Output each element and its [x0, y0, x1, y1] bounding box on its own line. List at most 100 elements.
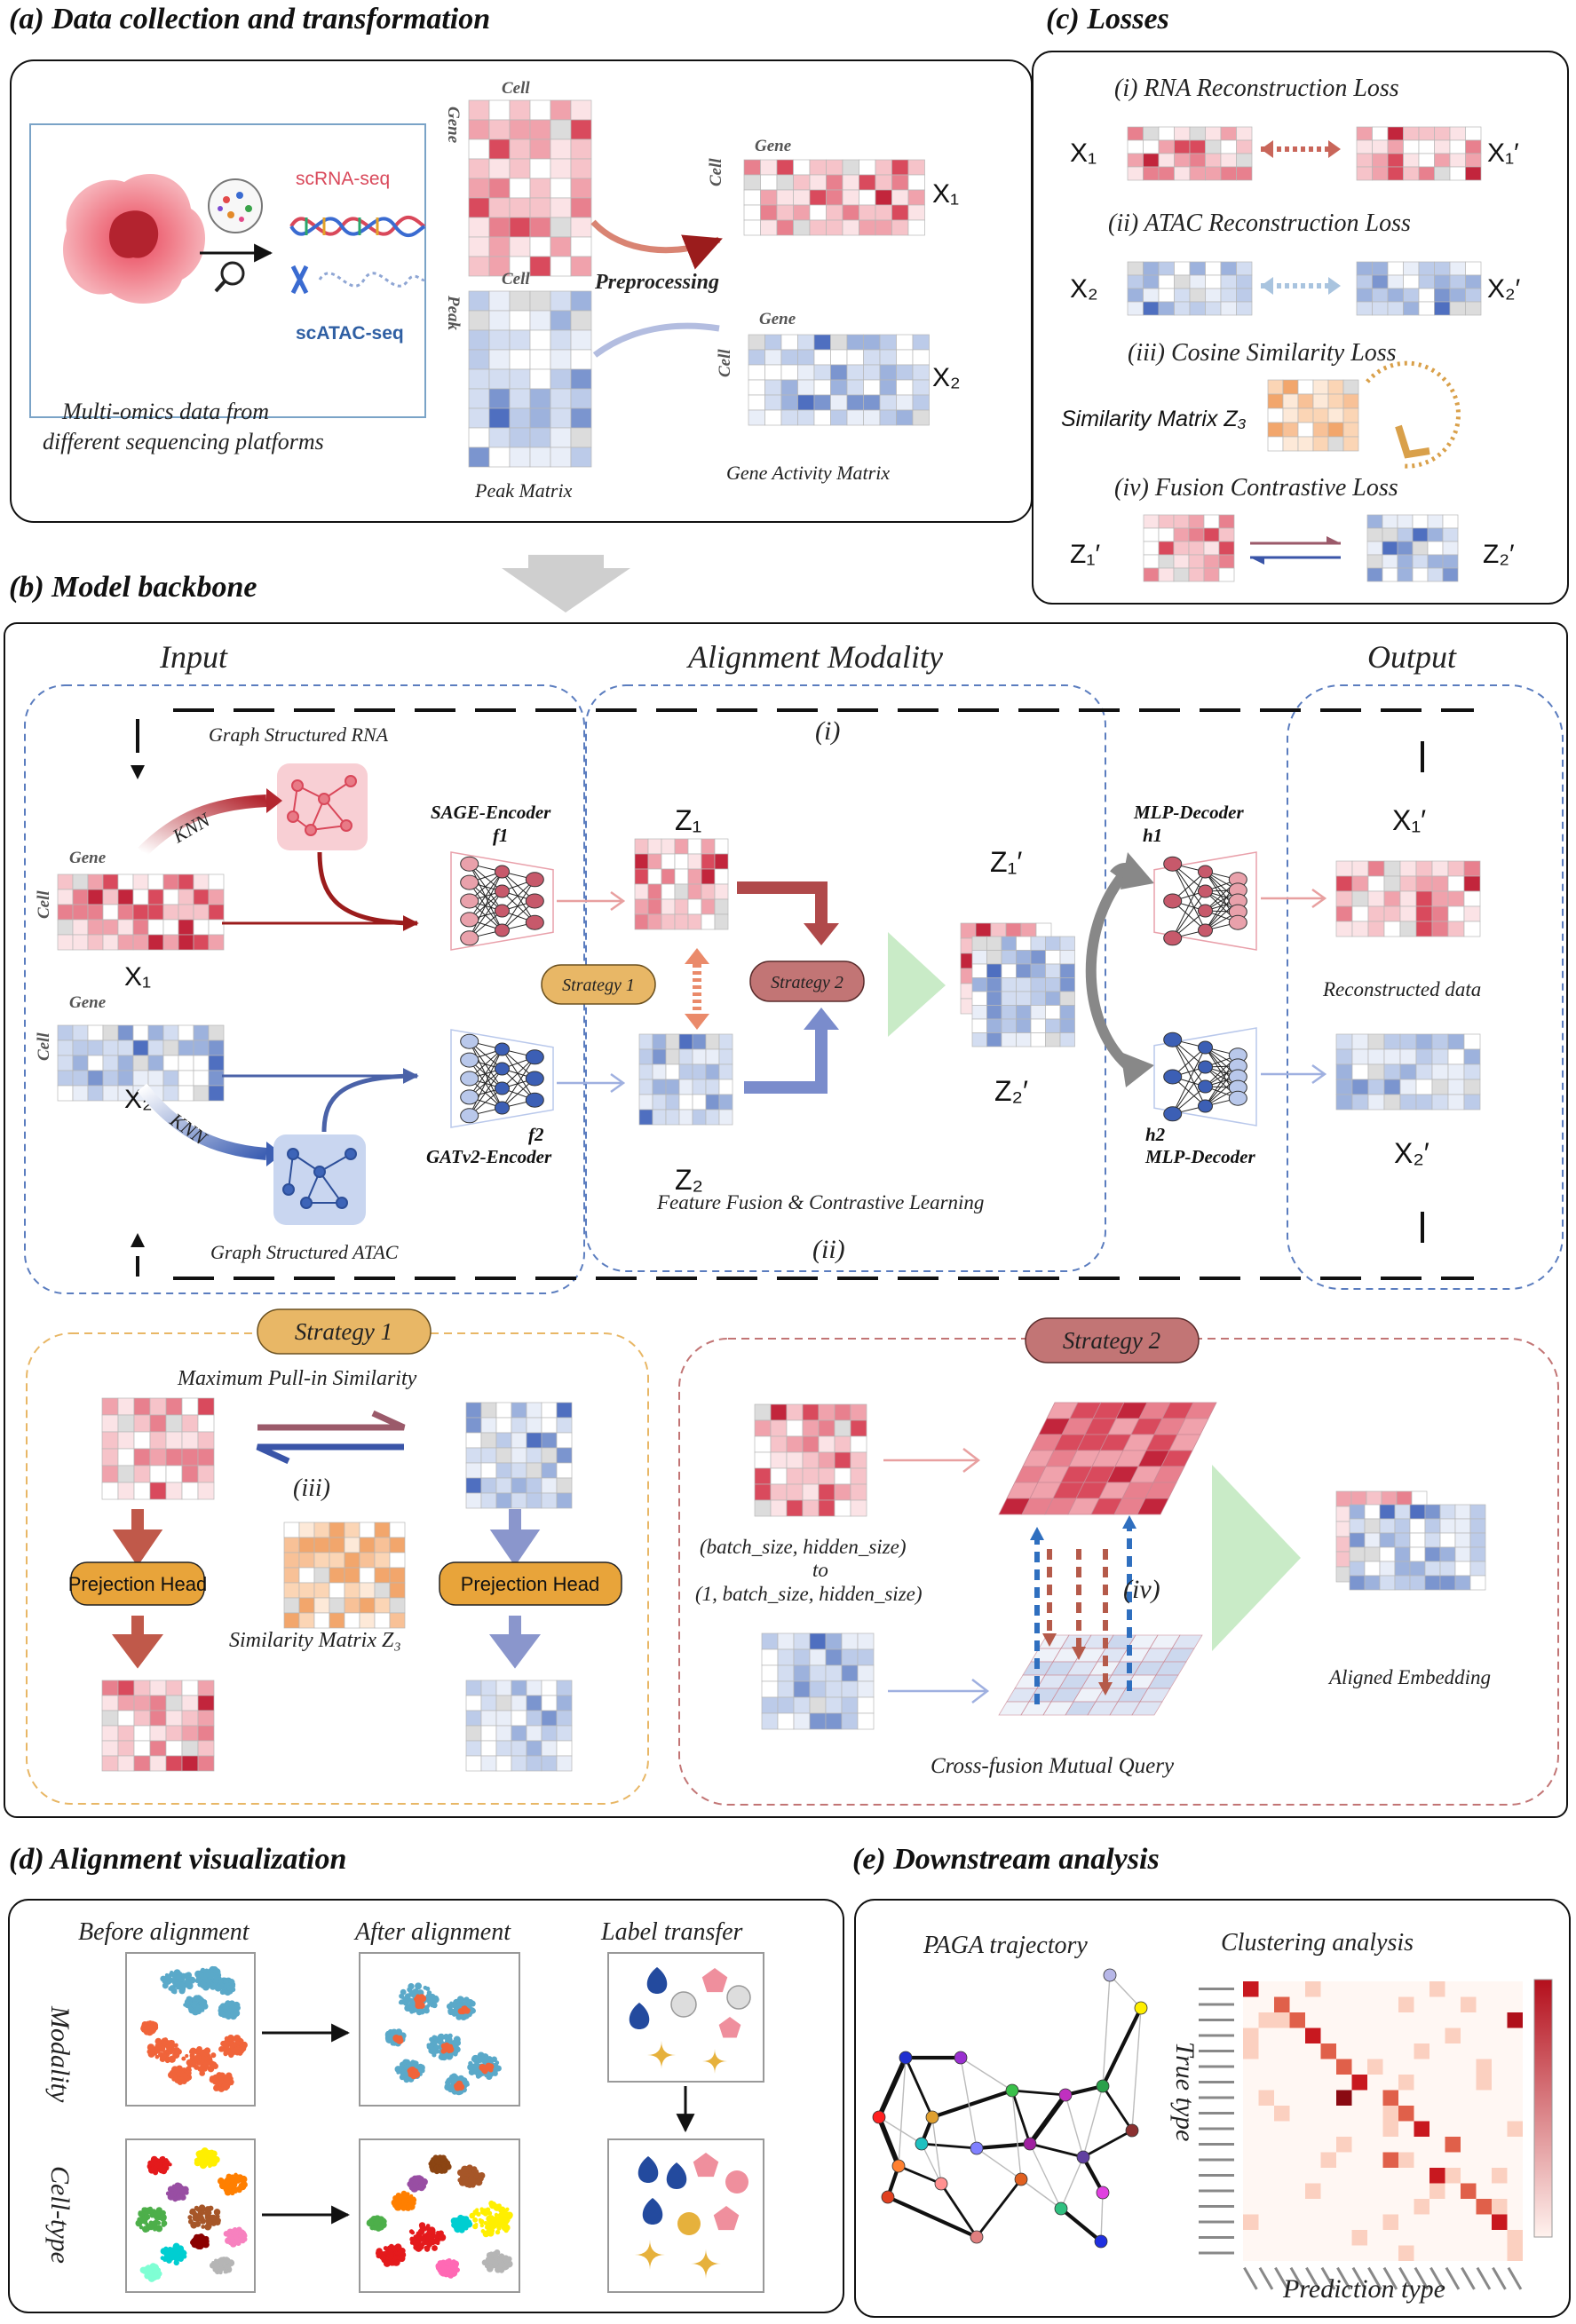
x2-gene-label: Gene — [759, 310, 796, 328]
b-gene-label-1: Gene — [69, 849, 107, 867]
aligned-embedding-front — [1349, 1504, 1486, 1591]
roman-iii: (iii) — [293, 1474, 330, 1502]
mlp-decoder1-label: MLP-Decoder — [1133, 802, 1244, 823]
panel-e-title: (e) Downstream analysis — [852, 1843, 1160, 1876]
s1-rna-proj-matrix — [101, 1680, 215, 1772]
graph-rna-to-encoder — [317, 851, 418, 926]
s1-similarity-matrix — [283, 1522, 406, 1629]
z1p-label: Z₁′ — [990, 846, 1022, 878]
loss2-label: (ii) ATAC Reconstruction Loss — [1108, 209, 1411, 237]
s1-atac-proj-matrix — [465, 1680, 573, 1772]
panel-a-title: (a) Data collection and transformation — [9, 3, 490, 36]
dec1-to-x1p-arrow — [1261, 888, 1327, 909]
b-cell-label-2: Cell — [35, 1032, 53, 1061]
label-transfer-source-shapes — [629, 1967, 751, 2074]
loss4-label: (iv) Fusion Contrastive Loss — [1114, 474, 1398, 502]
x1-label: X₁ — [932, 179, 959, 209]
s1-rna-down-arrow — [112, 1509, 163, 1567]
s2-rna-arrow — [883, 1448, 981, 1473]
proj-head-2-label: Prejection Head — [461, 1573, 600, 1595]
b-x1p-label: X₁′ — [1392, 804, 1426, 836]
c-z2-matrix — [1366, 514, 1459, 582]
x1-cell-label: Cell — [707, 158, 725, 186]
confusion-heatmap — [1199, 1981, 1523, 2290]
b-gene-label-2: Gene — [69, 993, 107, 1012]
s2-atac-arrow — [888, 1679, 990, 1703]
panel-d-title: (d) Alignment visualization — [9, 1843, 346, 1876]
mlp-decoder1-network — [1153, 851, 1257, 951]
desc-line2: different sequencing platforms — [43, 429, 324, 455]
graph-rna-label: Graph Structured RNA — [209, 723, 389, 746]
strategy1-chip — [541, 964, 656, 1005]
graph-atac-label: Graph Structured ATAC — [210, 1241, 399, 1263]
panel-d-frame — [8, 1899, 844, 2313]
heatmap-colorbar — [1533, 1979, 1553, 2238]
tissue-cell-icon — [63, 174, 206, 304]
atac-transform-arrow — [592, 322, 720, 358]
enc1-to-z1-arrow — [557, 890, 626, 912]
cross-fusion-label: Cross-fusion Mutual Query — [931, 1754, 1175, 1778]
modality-row-label: Modality — [45, 2005, 75, 2103]
z2p-label: Z₂′ — [994, 1075, 1028, 1107]
c-z2p: Z₂′ — [1483, 540, 1515, 569]
output-x2-matrix — [1335, 1033, 1481, 1111]
c-atac-matrix — [1127, 261, 1253, 316]
panel-b-frame — [4, 622, 1568, 1818]
clustering-label: Clustering analysis — [1221, 1929, 1414, 1956]
loss3-label: (iii) Cosine Similarity Loss — [1128, 339, 1397, 367]
strategy2-chip — [749, 960, 865, 1002]
input-heading: Input — [159, 639, 228, 675]
enc2-to-z2-arrow — [557, 1072, 626, 1094]
strategy2-title-chip — [1025, 1317, 1200, 1364]
atac-peak-matrix — [468, 290, 592, 468]
pred-type-label: Prediction type — [1282, 2274, 1445, 2304]
c-rna-matrix — [1127, 126, 1253, 181]
h1-label: h1 — [1143, 825, 1162, 846]
paga-label: PAGA trajectory — [923, 1932, 1088, 1959]
x2-matrix — [748, 334, 930, 426]
mlp-decoder2-label: MLP-Decoder — [1144, 1146, 1255, 1167]
shape-from: (batch_size, hidden_size) — [700, 1536, 907, 1558]
s1-atac-down-arrow — [489, 1509, 541, 1567]
desc-line1: Multi-omics data from — [61, 399, 269, 424]
magnifier-icon — [214, 261, 245, 293]
s1-atac-down-arrow-2 — [489, 1616, 541, 1669]
true-type-label: True type — [1170, 2042, 1200, 2142]
b-cell-label-1: Cell — [35, 890, 53, 919]
label-transfer-target-shapes — [635, 2153, 748, 2279]
chromatin-icon — [290, 265, 426, 295]
gatv2-encoder-network — [450, 1029, 554, 1128]
c-sim-label: Similarity Matrix Z₃ — [1061, 407, 1247, 431]
cosine-arc-icon — [1366, 360, 1461, 469]
s1-pull-arrow-left — [256, 1443, 404, 1465]
c-x1p: X₁′ — [1487, 138, 1519, 168]
output-heading: Output — [1367, 639, 1457, 675]
roman-iv: (iv) — [1123, 1575, 1160, 1604]
dna-helix-icon — [289, 215, 426, 238]
rna-transform-arrow — [590, 219, 723, 270]
s2-rna-matrix — [754, 1403, 867, 1517]
c-x2p: X₂′ — [1487, 274, 1521, 304]
rna-gene-label: Gene — [444, 107, 463, 144]
c-similarity-matrix — [1267, 379, 1359, 452]
strategy1-chip-label: Strategy 1 — [562, 976, 635, 995]
before-label: Before alignment — [78, 1918, 250, 1946]
b-x1-label: X₁ — [124, 962, 151, 992]
shape-target: (1, batch_size, hidden_size) — [695, 1583, 923, 1605]
knn-atac-arrow — [137, 1083, 267, 1160]
peak-matrix-label: Peak Matrix — [474, 479, 573, 502]
z1-to-strategy2-arrow — [737, 881, 828, 923]
b-x1-matrix — [57, 873, 225, 951]
z2-to-strategy2-arrow — [744, 1030, 828, 1094]
c-atac-recon-matrix — [1356, 261, 1482, 316]
x1-gene-label: Gene — [755, 137, 792, 155]
z1-matrix — [634, 838, 729, 930]
decoder-split-arrow — [1085, 866, 1132, 1070]
s1-sim-label: Similarity Matrix Z₃ — [229, 1629, 401, 1652]
rna-count-matrix — [468, 99, 592, 277]
c-x2: X₂ — [1070, 274, 1098, 304]
reconstructed-label: Reconstructed data — [1322, 978, 1481, 1000]
strategy1-title-chip — [257, 1308, 432, 1355]
b-x2p-label: X₂′ — [1394, 1137, 1429, 1169]
